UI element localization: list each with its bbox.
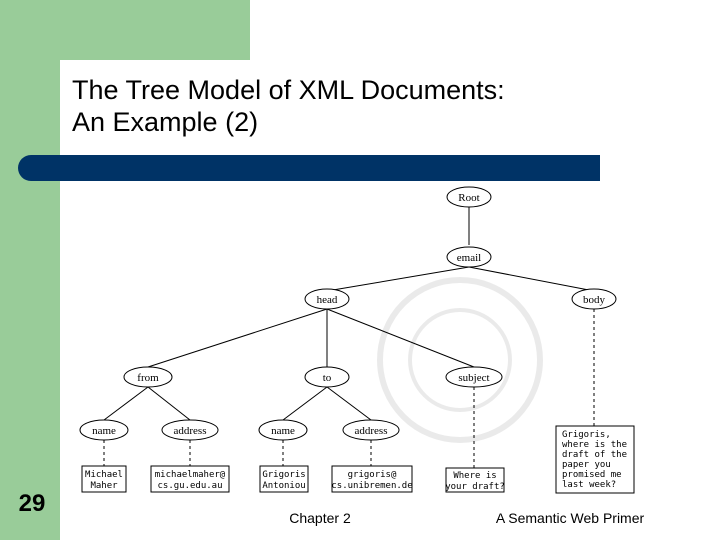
svg-text:subject: subject <box>458 372 489 384</box>
leaf-subject-text: Where is your draft? <box>445 467 505 493</box>
edge-head-subject <box>326 308 475 368</box>
leaf-grigoris-antoniou: Grigoris Antoniou <box>259 465 309 493</box>
svg-text:Michael: Michael <box>85 470 123 480</box>
node-head: head <box>304 288 350 310</box>
svg-text:promised me: promised me <box>562 470 622 480</box>
node-name-from: name <box>79 419 129 441</box>
svg-text:last week?: last week? <box>562 480 616 490</box>
leaf-grigoris-email: grigoris@ cs.unibremen.de <box>331 465 413 493</box>
node-email: email <box>446 246 492 268</box>
node-root: Root <box>446 186 492 208</box>
svg-text:Maher: Maher <box>90 481 118 491</box>
svg-text:where is the: where is the <box>562 440 627 450</box>
slide-title: The Tree Model of XML Documents: An Exam… <box>72 74 692 138</box>
leaf-michael-maher: Michael Maher <box>81 465 127 493</box>
edge-head-from <box>147 308 328 368</box>
edge-to-address <box>326 386 372 421</box>
tree-text-edges <box>103 309 595 468</box>
svg-text:name: name <box>271 425 295 437</box>
edge-from-address <box>147 386 191 421</box>
svg-text:cs.gu.edu.au: cs.gu.edu.au <box>157 481 222 491</box>
node-subject: subject <box>445 366 503 388</box>
title-line-1: The Tree Model of XML Documents: <box>72 75 505 105</box>
edge-email-head <box>326 266 470 292</box>
accent-header-block <box>60 0 250 60</box>
title-line-2: An Example (2) <box>72 107 259 137</box>
svg-text:name: name <box>92 425 116 437</box>
svg-text:body: body <box>583 294 606 306</box>
edge-from-name <box>103 386 149 421</box>
slide-number: 29 <box>18 490 46 517</box>
svg-text:Antoniou: Antoniou <box>262 481 305 491</box>
node-name-to: name <box>258 419 308 441</box>
leaf-body-text: Grigoris, where is the draft of the pape… <box>555 425 635 494</box>
svg-text:cs.unibremen.de: cs.unibremen.de <box>331 481 412 491</box>
leaf-michael-email: michaelmaher@ cs.gu.edu.au <box>150 465 230 493</box>
tree-edges <box>103 207 595 421</box>
footer-chapter: Chapter 2 <box>289 510 351 526</box>
node-body: body <box>571 288 617 310</box>
edge-email-body <box>468 266 595 292</box>
accent-sidebar <box>0 0 60 540</box>
svg-text:to: to <box>323 372 332 384</box>
svg-text:Root: Root <box>458 192 479 204</box>
svg-text:Grigoris: Grigoris <box>262 470 305 480</box>
node-address-from: address <box>161 419 219 441</box>
svg-text:Where is: Where is <box>453 471 496 481</box>
node-from: from <box>123 366 173 388</box>
svg-text:draft of the: draft of the <box>562 450 627 460</box>
svg-text:michaelmaher@: michaelmaher@ <box>155 470 226 480</box>
svg-text:from: from <box>137 372 159 384</box>
footer-book-title: A Semantic Web Primer <box>495 510 645 526</box>
node-address-to: address <box>342 419 400 441</box>
svg-text:head: head <box>317 294 338 306</box>
svg-text:your draft?: your draft? <box>445 482 505 492</box>
node-to: to <box>304 366 350 388</box>
svg-text:Grigoris,: Grigoris, <box>562 430 611 440</box>
edge-to-name <box>282 386 328 421</box>
svg-text:email: email <box>457 252 481 264</box>
svg-text:address: address <box>355 425 388 437</box>
svg-text:grigoris@: grigoris@ <box>348 470 397 480</box>
svg-text:address: address <box>174 425 207 437</box>
title-underline-bar-tail <box>60 168 600 181</box>
svg-text:paper you: paper you <box>562 460 611 470</box>
